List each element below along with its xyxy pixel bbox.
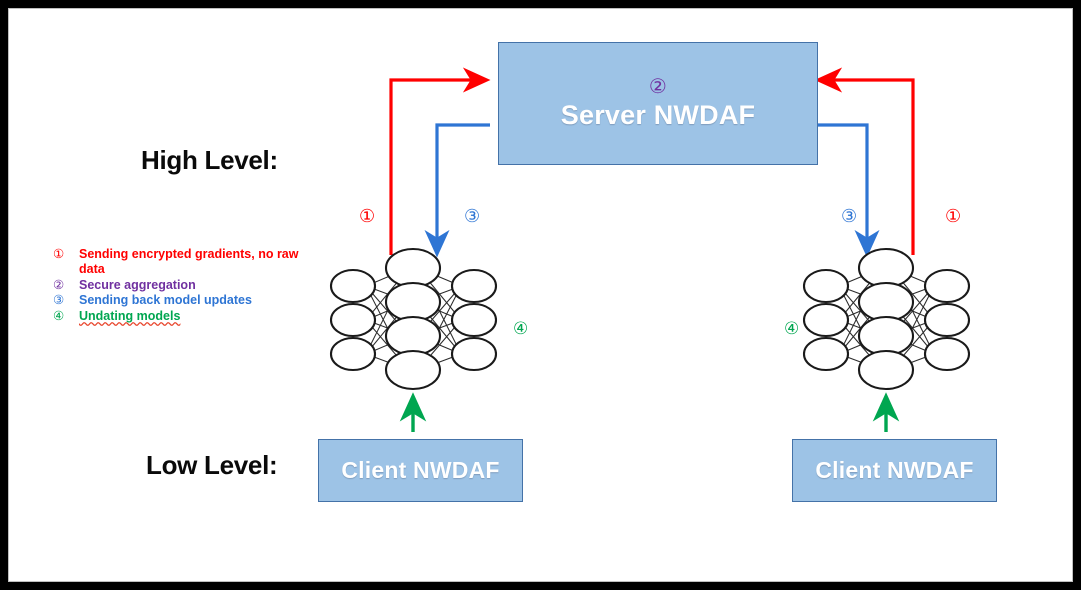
client-nwdaf-label-right: Client NWDAF — [815, 457, 974, 483]
arrow-download-right — [815, 123, 880, 258]
client-nwdaf-label-left: Client NWDAF — [341, 457, 500, 483]
step-marker-3-left: ③ — [464, 206, 481, 226]
step-marker-4-left: ④ — [513, 319, 529, 338]
legend-item-1: ① Sending encrypted gradients, no raw da… — [53, 247, 323, 277]
server-nwdaf-label: Server NWDAF — [560, 99, 756, 130]
step-marker-1-left: ① — [359, 206, 376, 226]
legend-bullet-1-icon: ① — [53, 247, 65, 261]
legend-text-2: Secure aggregation — [79, 277, 196, 292]
legend-text-3: Sending back model updates — [79, 293, 252, 308]
step-marker-1-right: ① — [945, 206, 962, 226]
legend-text-4: Undating models — [79, 309, 181, 323]
neural-network-right — [802, 247, 971, 391]
legend-bullet-2-icon: ② — [53, 277, 65, 292]
low-level-heading: Low Level: — [146, 450, 278, 480]
client-nwdaf-box-left[interactable]: Client NWDAF — [318, 439, 523, 502]
legend: ① Sending encrypted gradients, no raw da… — [53, 247, 323, 325]
legend-item-2: ② Secure aggregation — [53, 278, 323, 293]
neural-network-left — [329, 247, 498, 391]
legend-text-1: Sending encrypted gradients, no raw data — [79, 247, 299, 276]
high-level-heading: High Level: — [141, 145, 278, 175]
diagram-canvas: ② Server NWDAF Client NWDAF Client NWDAF… — [8, 8, 1073, 582]
server-step-marker-icon: ② — [648, 75, 668, 98]
step-marker-4-right: ④ — [784, 319, 800, 338]
step-marker-3-right: ③ — [841, 206, 858, 226]
diagram-vector-layer — [329, 67, 971, 432]
server-nwdaf-box[interactable]: ② Server NWDAF — [498, 42, 818, 165]
arrow-download-left — [424, 123, 490, 258]
arrow-upload-right — [814, 67, 915, 255]
legend-item-3: ③ Sending back model updates — [53, 293, 323, 308]
arrow-upload-left — [389, 67, 491, 255]
client-nwdaf-box-right[interactable]: Client NWDAF — [792, 439, 997, 502]
legend-bullet-4-icon: ④ — [53, 309, 65, 323]
legend-item-4: ④ Undating models — [53, 309, 323, 324]
legend-bullet-3-icon: ③ — [53, 293, 65, 308]
